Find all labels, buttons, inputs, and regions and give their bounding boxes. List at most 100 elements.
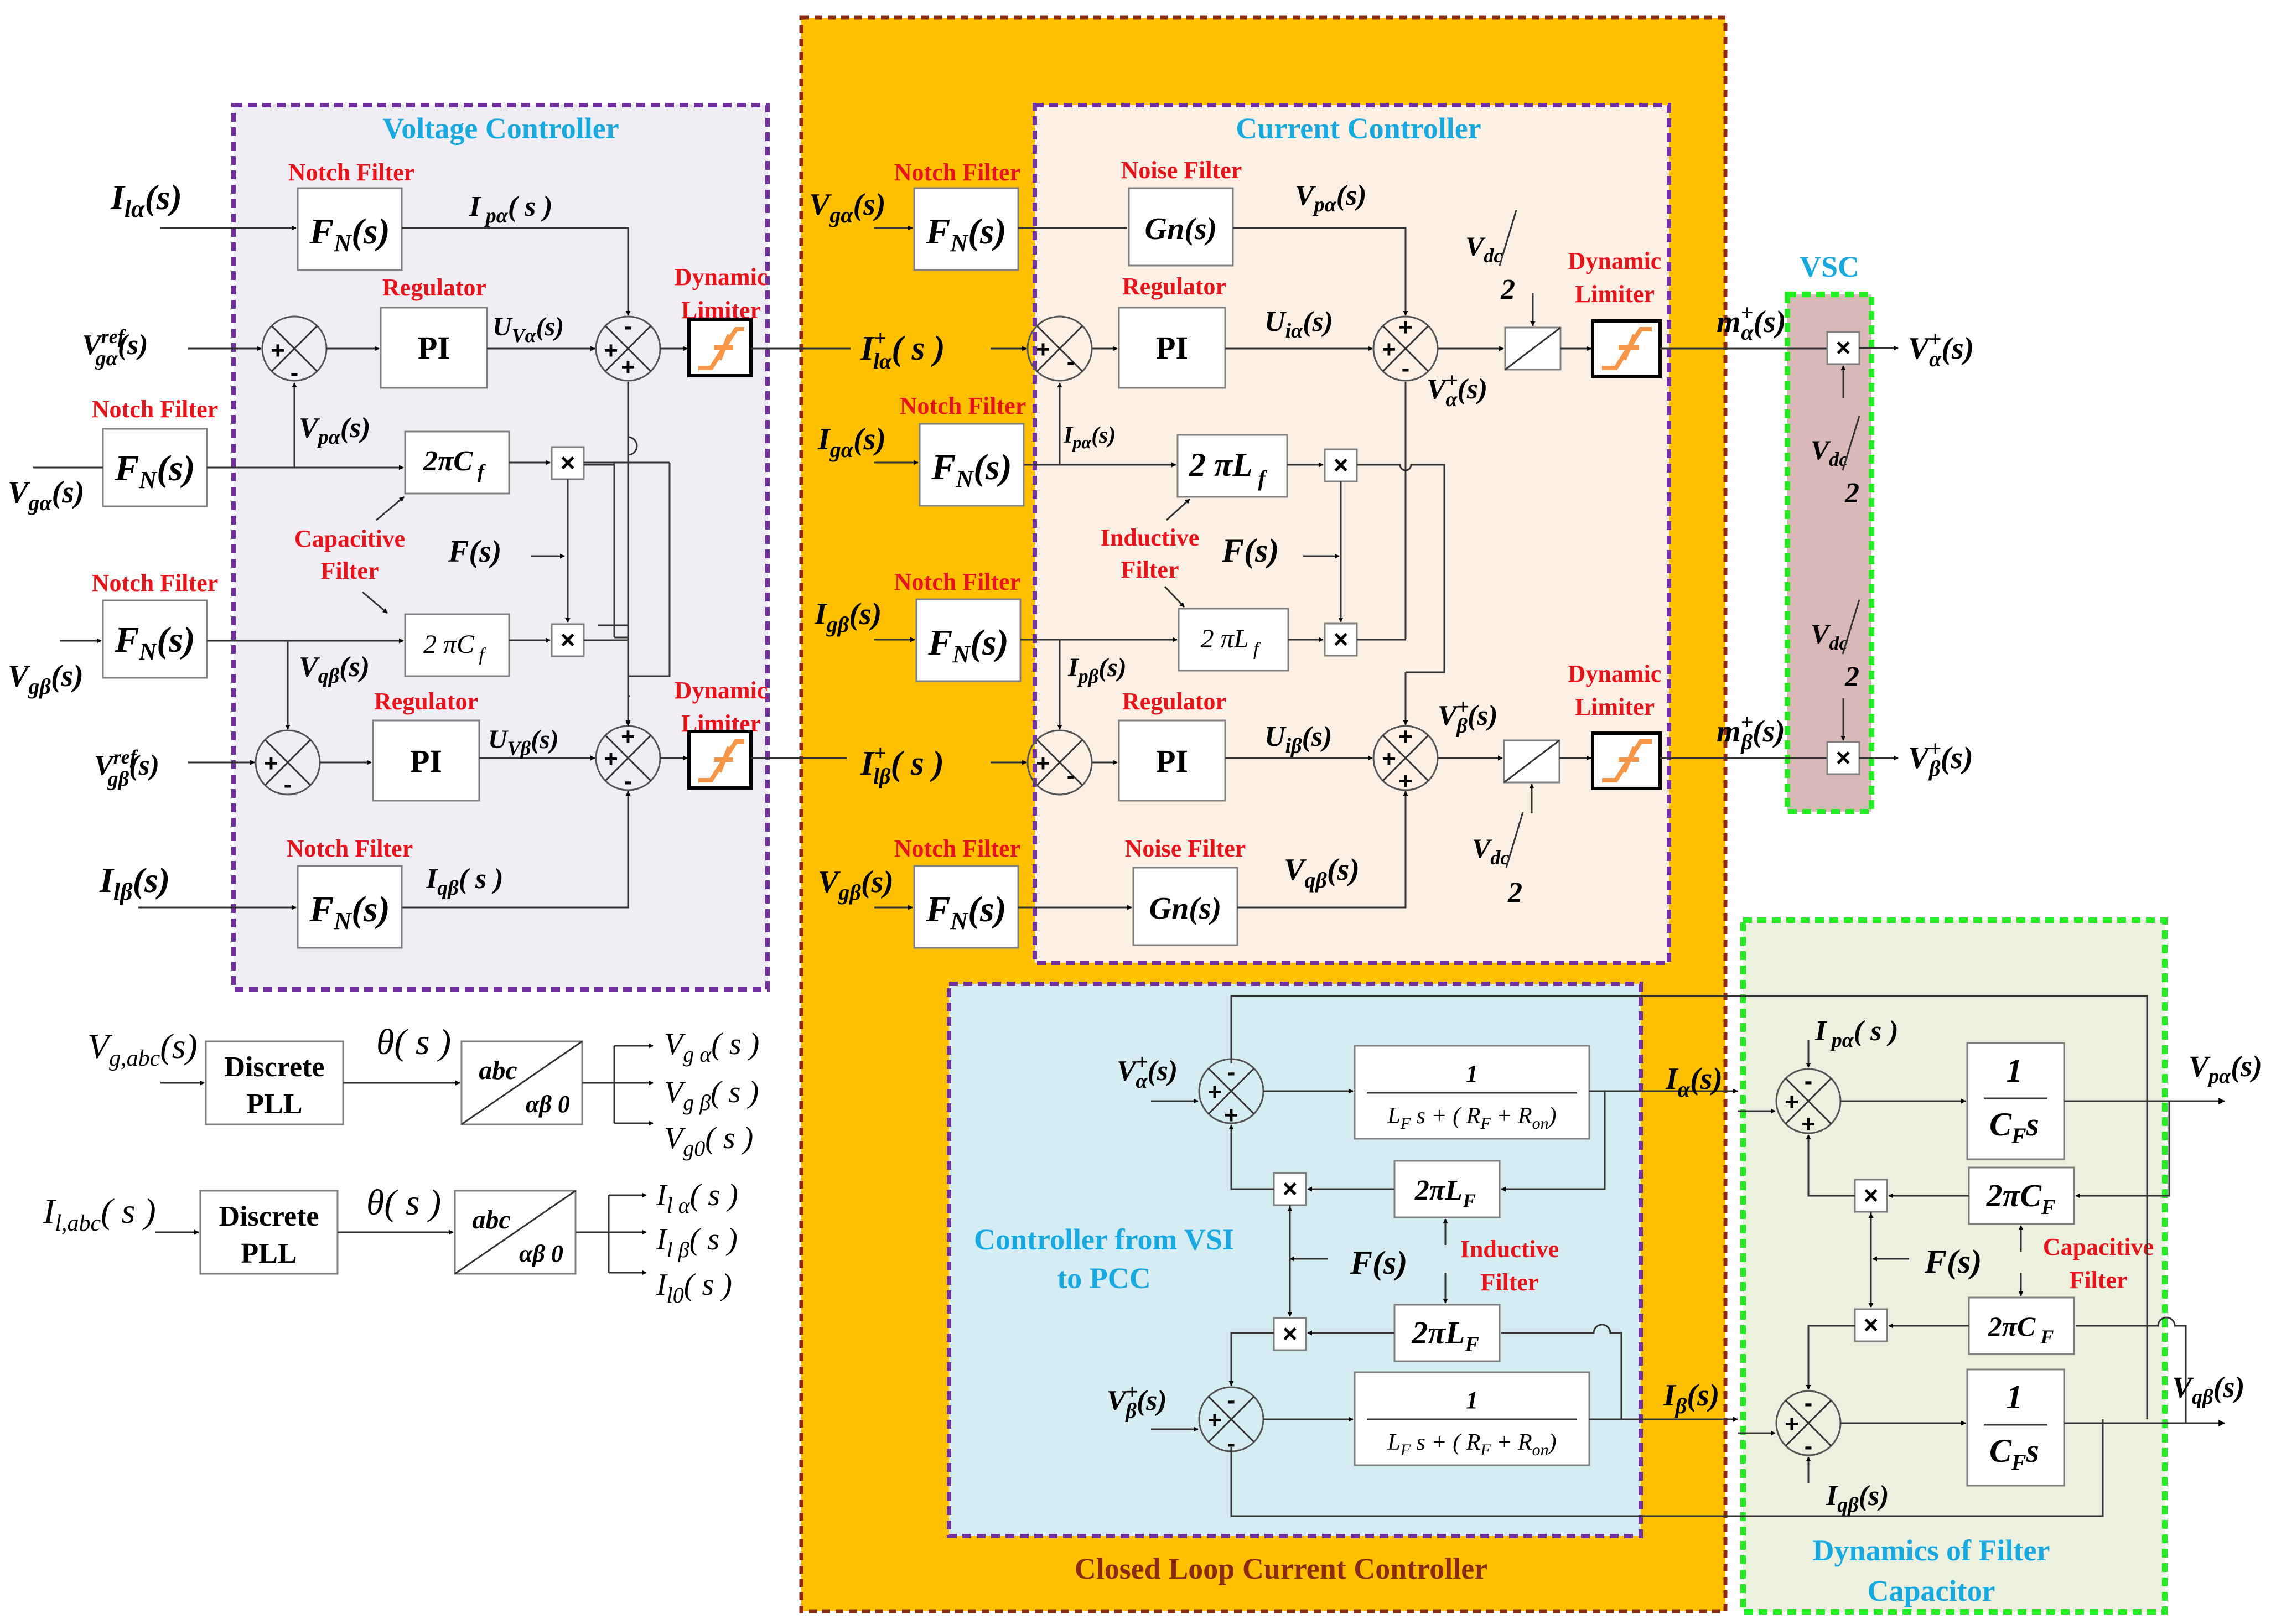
svg-text:-: - <box>1067 348 1075 375</box>
pi-block <box>380 307 488 389</box>
svg-text:PI: PI <box>1156 743 1188 779</box>
svg-text:Vqβ(s): Vqβ(s) <box>299 651 370 688</box>
svg-text:LF s + ( RF + Ron): LF s + ( RF + Ron) <box>1387 1103 1556 1133</box>
svg-text:LF s + ( RF + Ron): LF s + ( RF + Ron) <box>1387 1430 1556 1459</box>
filter-label: Filter <box>1480 1269 1538 1296</box>
closed-loop-title: Closed Loop Current Controller <box>1075 1552 1487 1585</box>
two-pi-cf-block <box>1968 1296 2075 1355</box>
notch-filter-block <box>913 187 1019 271</box>
limiter-label: Limiter <box>1575 693 1655 720</box>
svg-text:F(s): F(s) <box>448 535 501 569</box>
multiplier <box>1826 741 1860 775</box>
regulator-label: Regulator <box>374 688 478 715</box>
svg-text:Vqβ(s): Vqβ(s) <box>1284 853 1360 893</box>
svg-text:αβ 0: αβ 0 <box>519 1240 563 1267</box>
notch-filter-block <box>913 865 1019 949</box>
svg-text:+: + <box>1207 1078 1222 1106</box>
svg-text:-: - <box>1805 1389 1813 1417</box>
svg-text:V+α(s): V+α(s) <box>1117 1051 1178 1093</box>
svg-text:Iβ(s): Iβ(s) <box>1663 1378 1719 1418</box>
svg-text:PI: PI <box>1156 330 1188 366</box>
filter-cap-section: - + + - + - 1 CFs 1 CFs 2πCF 2πC F × × <box>1738 1015 2262 1517</box>
pi-block <box>1118 719 1226 802</box>
svg-text:Il0( s ): Il0( s ) <box>656 1268 732 1307</box>
current-controller-title: Current Controller <box>1236 112 1481 145</box>
svg-text:PLL: PLL <box>246 1088 302 1120</box>
svg-text:V+β(s): V+β(s) <box>1438 696 1498 738</box>
limiter-label: Limiter <box>1575 281 1655 308</box>
inductive-label: Inductive <box>1460 1236 1559 1263</box>
two-pi-lf-block <box>1393 1304 1501 1362</box>
filter-label: Filter <box>2069 1267 2127 1294</box>
notch-filter-block <box>919 423 1025 507</box>
svg-text:-: - <box>1402 355 1410 382</box>
svg-text:2: 2 <box>1844 661 1859 693</box>
svg-text:FN(s): FN(s) <box>114 448 195 494</box>
svg-text:-: - <box>1227 1387 1236 1414</box>
svg-text:+: + <box>621 354 635 381</box>
svg-text:Gn(s): Gn(s) <box>1149 891 1222 926</box>
svg-text:1: 1 <box>1466 1060 1478 1087</box>
svg-text:-: - <box>1805 1067 1813 1094</box>
svg-text:+: + <box>1801 1111 1816 1138</box>
svg-text:×: × <box>1836 743 1851 772</box>
svg-text:-: - <box>1067 762 1075 789</box>
svg-text:+: + <box>1398 314 1413 341</box>
svg-text:θ( s ): θ( s ) <box>376 1022 451 1062</box>
svg-text:Vg β( s ): Vg β( s ) <box>664 1075 759 1115</box>
svg-text:Ipβ(s): Ipβ(s) <box>1067 653 1127 687</box>
svg-text:Il α( s ): Il α( s ) <box>656 1178 738 1218</box>
svg-text:Il,abc( s ): Il,abc( s ) <box>43 1191 156 1236</box>
two-pi-cf-block <box>404 613 510 677</box>
notch-filter-label: Notch Filter <box>287 835 413 862</box>
voltage-controller: FN(s) PI FN(s) 2πC f 2 πC f FN(s) PI FN(… <box>33 187 851 949</box>
capacitive-label: Capacitive <box>294 525 405 552</box>
svg-text:×: × <box>1836 333 1851 362</box>
svg-text:×: × <box>1334 625 1349 653</box>
svg-text:F(s): F(s) <box>1221 532 1279 569</box>
svg-text:+: + <box>604 337 618 364</box>
notch-filter-label: Notch Filter <box>894 159 1020 186</box>
svg-text:V+β(s): V+β(s) <box>1908 736 1973 781</box>
svg-text:+: + <box>1036 750 1050 777</box>
filter-cap-region <box>1740 917 2168 1615</box>
two-pi-cf-block <box>1968 1166 2075 1225</box>
svg-text:V+β(s): V+β(s) <box>1107 1381 1167 1423</box>
svg-text:+: + <box>604 745 618 772</box>
svg-text:+: + <box>264 750 278 777</box>
regulator-label: Regulator <box>382 274 486 301</box>
two-pi-lf-block <box>1393 1160 1501 1218</box>
notch-filter-block <box>102 428 208 507</box>
svg-text:Iqβ(s): Iqβ(s) <box>1826 1480 1889 1517</box>
regulator-label: Regulator <box>1122 273 1226 300</box>
vsc-section: × × m+α(s) m+β(s) V+α(s) V+β(s) Vdc 2 Vd… <box>1717 300 1974 781</box>
svg-text:×: × <box>1864 1181 1879 1210</box>
svg-text:Vg0( s ): Vg0( s ) <box>664 1121 753 1161</box>
pi-text: PI <box>418 330 450 366</box>
svg-text:×: × <box>561 448 576 477</box>
svg-text:V+α(s): V+α(s) <box>1427 369 1487 411</box>
svg-text:1: 1 <box>2006 1052 2023 1089</box>
red-labels: Notch Filter Notch Filter Notch Filter N… <box>92 157 2154 1296</box>
svg-text:+: + <box>1036 336 1050 363</box>
svg-text:V+α(s): V+α(s) <box>1908 326 1974 371</box>
vsc-title: VSC <box>1800 250 1859 283</box>
svg-text:Vpα(s): Vpα(s) <box>2189 1050 2262 1088</box>
svg-text:×: × <box>1283 1319 1298 1348</box>
noise-filter-block <box>1132 867 1238 946</box>
svg-text:×: × <box>561 625 576 654</box>
notch-filter-block <box>297 865 403 949</box>
svg-text:+: + <box>1785 1088 1799 1115</box>
svg-text:+: + <box>1224 1102 1238 1129</box>
discrete-pll-block <box>199 1190 339 1275</box>
svg-text:+: + <box>1398 723 1413 750</box>
svg-text:-: - <box>1805 1433 1813 1460</box>
svg-text:Ilα(s): Ilα(s) <box>110 178 182 222</box>
dynamic-label: Dynamic <box>1568 247 1662 274</box>
svg-text:Vqβ(s): Vqβ(s) <box>2172 1371 2244 1409</box>
svg-text:1: 1 <box>2006 1379 2023 1415</box>
svg-text:+: + <box>1398 767 1413 795</box>
svg-text:Vgα(s): Vgα(s) <box>8 475 85 515</box>
svg-text:I+lβ( s ): I+lβ( s ) <box>860 740 944 788</box>
